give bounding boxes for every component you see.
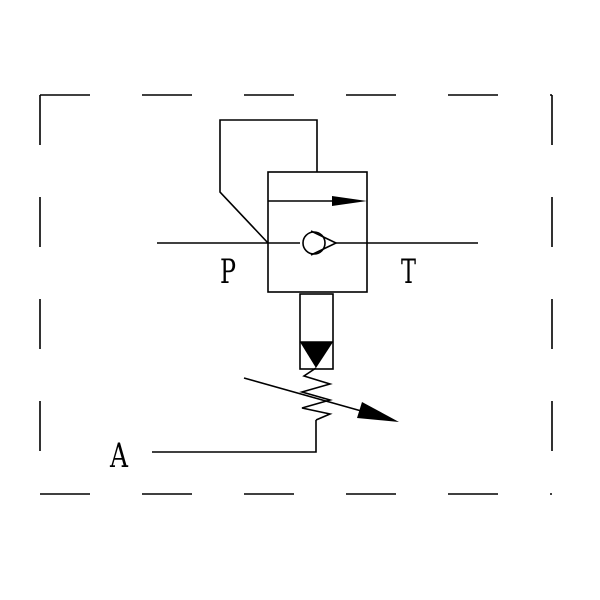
check-valve-seat: [310, 230, 338, 256]
line-a: [152, 420, 317, 453]
adjust-arrow-line: [243, 377, 373, 415]
port-label-p: P: [220, 252, 236, 292]
check-valve-symbol: [302, 230, 338, 256]
port-label-t: T: [401, 252, 416, 292]
pilot-piston-triangle: [300, 342, 333, 368]
flow-arrow-head: [332, 196, 367, 206]
adjust-arrow-head: [357, 402, 399, 422]
spring-icon: [299, 367, 333, 421]
enclosure-boundary: [39, 94, 553, 495]
pilot-piston: [299, 293, 334, 370]
pilot-line: [219, 119, 318, 244]
port-label-a: A: [109, 436, 128, 476]
